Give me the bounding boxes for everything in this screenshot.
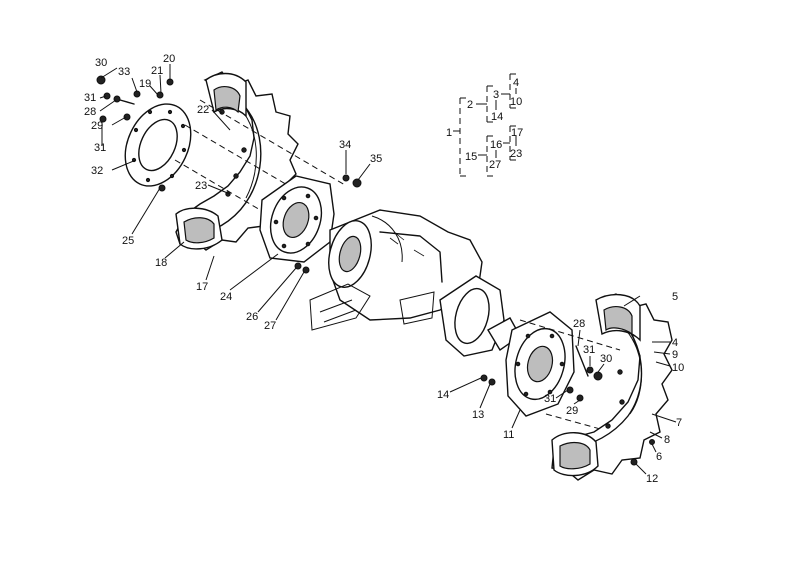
callout-10: 10 [672, 362, 684, 374]
tree-label-16: 16 [490, 139, 502, 151]
callout-14: 14 [437, 389, 449, 401]
part-hierarchy-tree: 1 2 3 4 10 14 15 16 17 23 27 [446, 73, 523, 177]
tree-label-1: 1 [446, 127, 452, 139]
callout-31-top: 31 [84, 92, 96, 104]
callout-29-right: 29 [566, 405, 578, 417]
callout-28-right: 28 [573, 318, 585, 330]
leader-lines [99, 64, 677, 475]
hub-nuts-center [294, 174, 362, 274]
callout-9: 9 [672, 349, 678, 361]
callout-30-right: 30 [600, 353, 612, 365]
tree-label-2: 2 [467, 99, 473, 111]
callout-13: 13 [472, 409, 484, 421]
callout-6: 6 [656, 451, 662, 463]
tree-label-15: 15 [465, 151, 477, 163]
callout-23: 23 [195, 180, 207, 192]
callout-5: 5 [672, 291, 678, 303]
callout-7: 7 [676, 417, 682, 429]
callout-22: 22 [197, 104, 209, 116]
callout-18: 18 [155, 257, 167, 269]
callout-11: 11 [503, 429, 514, 441]
callout-4: 4 [672, 337, 678, 349]
callout-8: 8 [664, 434, 670, 446]
callout-17: 17 [196, 281, 208, 293]
callout-26: 26 [246, 311, 258, 323]
callout-29-left: 29 [91, 120, 103, 132]
right-fasteners [480, 345, 655, 466]
tree-label-17: 17 [511, 127, 523, 139]
callout-34: 34 [339, 139, 351, 151]
tree-label-3: 3 [493, 89, 499, 101]
callout-19: 19 [139, 78, 151, 90]
callout-31-right-bottom: 31 [544, 393, 556, 405]
callout-33: 33 [118, 66, 130, 78]
final-drive-housing [309, 209, 483, 331]
tree-label-4: 4 [513, 77, 519, 89]
callout-27: 27 [264, 320, 276, 332]
tree-label-23: 23 [510, 148, 522, 160]
right-hub [439, 275, 575, 417]
tree-label-14: 14 [491, 111, 503, 123]
callout-28-left: 28 [84, 106, 96, 118]
tree-label-27: 27 [489, 159, 501, 171]
left-flange-plate [124, 103, 192, 187]
callout-25: 25 [122, 235, 134, 247]
callout-24: 24 [220, 291, 232, 303]
callout-21: 21 [151, 65, 163, 77]
callout-30: 30 [95, 57, 107, 69]
callout-35: 35 [370, 153, 382, 165]
left-fasteners [96, 75, 174, 192]
right-sprocket-assembly [551, 293, 673, 481]
tree-label-10: 10 [510, 96, 522, 108]
callout-32: 32 [91, 165, 103, 177]
callout-31-right-top: 31 [583, 344, 595, 356]
callout-31-left: 31 [94, 142, 106, 154]
callout-12: 12 [646, 473, 658, 485]
callout-labels: 30 33 20 21 19 31 28 29 31 32 22 23 25 1… [84, 53, 684, 485]
callout-20: 20 [163, 53, 175, 65]
